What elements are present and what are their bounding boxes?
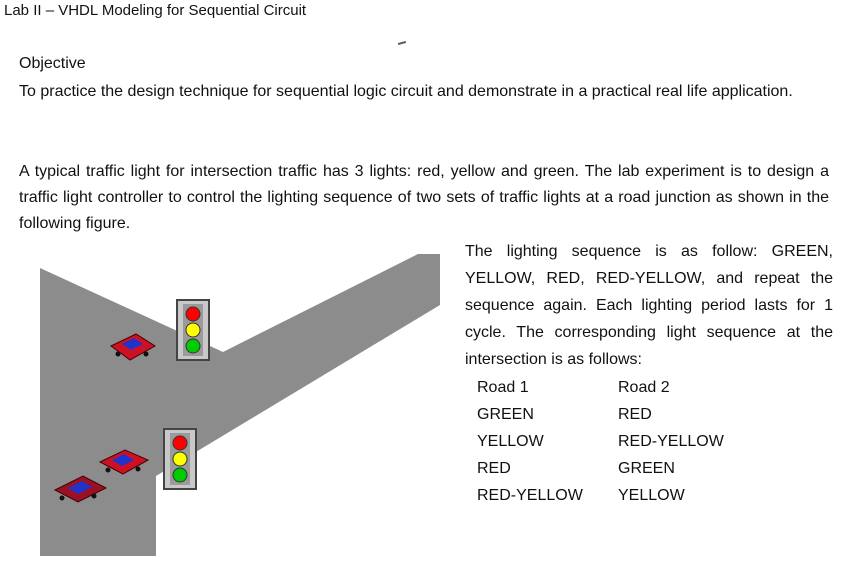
- column-header-road-1: Road 1: [477, 379, 529, 396]
- table-row: GREEN RED: [477, 401, 738, 428]
- table-cell: RED: [477, 460, 511, 477]
- traffic-light-icon: [163, 428, 197, 490]
- car-icon: [53, 475, 108, 503]
- table-cell: GREEN: [477, 406, 534, 423]
- green-light: [185, 338, 201, 354]
- column-header-road-2: Road 2: [618, 379, 670, 396]
- table-cell: RED-YELLOW: [477, 487, 583, 504]
- document-header: Lab II – VHDL Modeling for Sequential Ci…: [4, 2, 307, 19]
- objective-heading: Objective: [19, 55, 86, 72]
- red-light: [172, 435, 188, 451]
- junction-diagram: [40, 254, 440, 556]
- car-icon: [110, 333, 156, 361]
- sequence-description: The lighting sequence is as follow: GREE…: [465, 243, 833, 368]
- traffic-light-icon: [176, 299, 210, 361]
- traffic-junction-figure: [38, 250, 443, 560]
- table-cell: YELLOW: [477, 433, 544, 450]
- table-cell: YELLOW: [618, 487, 685, 504]
- table-cell: GREEN: [618, 460, 675, 477]
- intro-paragraph: A typical traffic light for intersection…: [19, 163, 829, 232]
- green-light: [172, 467, 188, 483]
- red-light: [185, 306, 201, 322]
- yellow-light: [172, 451, 188, 467]
- table-cell: RED: [618, 406, 652, 423]
- table-row: YELLOW RED-YELLOW: [477, 428, 738, 455]
- table-row: RED-YELLOW YELLOW: [477, 482, 738, 509]
- sequence-table: Road 1 Road 2 GREEN RED YELLOW RED-YELLO…: [477, 374, 738, 509]
- table-header-row: Road 1 Road 2: [477, 374, 738, 401]
- road: [40, 254, 440, 556]
- table-cell: RED-YELLOW: [618, 433, 724, 450]
- objective-text: To practice the design technique for seq…: [19, 83, 793, 100]
- stray-mark: [397, 40, 407, 46]
- yellow-light: [185, 322, 201, 338]
- car-icon: [98, 449, 150, 475]
- table-row: RED GREEN: [477, 455, 738, 482]
